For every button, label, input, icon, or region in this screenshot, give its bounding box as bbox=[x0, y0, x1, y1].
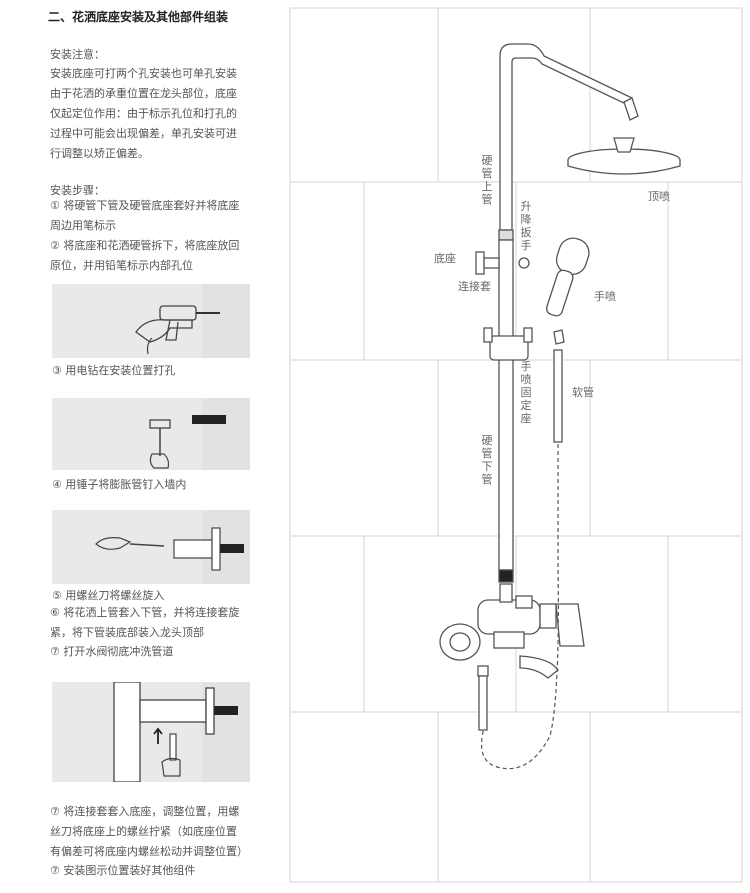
step-1-text: ① 将硬管下管及硬管底座套好并将底座 周边用笔标示 bbox=[50, 196, 270, 236]
drill-illustration bbox=[52, 284, 250, 358]
step-line: 紧，将下管装底部装入龙头顶部 bbox=[50, 626, 204, 639]
hose-dashed-path bbox=[481, 444, 559, 770]
screwdriver-illustration bbox=[52, 510, 250, 584]
diagram-canvas bbox=[289, 7, 743, 883]
notes-line: 行调整以矫正偏差。 bbox=[50, 147, 149, 160]
steps-heading: 安装步骤： bbox=[50, 184, 105, 197]
spout bbox=[519, 655, 559, 679]
label-base: 底座 bbox=[434, 252, 456, 265]
step-line: 丝刀将底座上的螺丝拧紧（如底座位置 bbox=[50, 825, 237, 838]
label-upper-pipe: 硬管上管 bbox=[481, 154, 493, 206]
step-4-caption: ④ 用锤子将膨胀管钉入墙内 bbox=[52, 478, 187, 491]
notes-heading: 安装注意： bbox=[50, 48, 105, 61]
notes-line: 仅起定位作用：由于标示孔位和打孔的 bbox=[50, 107, 237, 120]
hammer-illustration bbox=[52, 398, 250, 470]
notes-line: 安装底座可打两个孔安装也可单孔安装 bbox=[50, 67, 237, 80]
step-line: 周边用笔标示 bbox=[50, 219, 116, 232]
label-lift-lever: 升降扳手 bbox=[520, 200, 532, 252]
right-handle bbox=[555, 603, 585, 647]
hose-segment bbox=[553, 349, 563, 443]
step-3-caption: ③ 用电钻在安装位置打孔 bbox=[52, 364, 176, 377]
step-9-caption: ⑦ 安装图示位置装好其他组件 bbox=[50, 864, 196, 877]
step-line: 有偏差可将底座内螺丝松动并调整位置） bbox=[50, 845, 248, 858]
lift-lever bbox=[489, 335, 529, 361]
label-lower-pipe: 硬管下管 bbox=[481, 434, 493, 486]
notes-line: 过程中可能会出现偏差，单孔安装可进 bbox=[50, 127, 237, 140]
step-line: ② 将底座和花洒硬管拆下，将底座放回 bbox=[50, 239, 240, 252]
hand-shower bbox=[545, 237, 590, 317]
step-7-caption: ⑦ 打开水阀彻底冲洗管道 bbox=[50, 645, 174, 658]
step-6-text: ⑥ 将花洒上管套入下管，并将连接套旋 紧，将下管装底部装入龙头顶部 bbox=[50, 603, 270, 643]
lower-pipe bbox=[498, 239, 514, 571]
supply-hose bbox=[478, 675, 488, 731]
step-line: ① 将硬管下管及硬管底座套好并将底座 bbox=[50, 199, 240, 212]
label-top-shower: 顶喷 bbox=[648, 190, 670, 203]
step-8-text: ⑦ 将连接套套入底座，调整位置，用螺 丝刀将底座上的螺丝拧紧（如底座位置 有偏差… bbox=[50, 802, 270, 862]
step-2-text: ② 将底座和花洒硬管拆下，将底座放回 原位，并用铅笔标示内部孔位 bbox=[50, 236, 270, 276]
step-line: ⑥ 将花洒上管套入下管，并将连接套旋 bbox=[50, 606, 240, 619]
connector-base-illustration bbox=[52, 682, 250, 782]
step-5-caption: ⑤ 用螺丝刀将螺丝旋入 bbox=[52, 589, 165, 602]
section-title: 二、花洒底座安装及其他部件组装 bbox=[48, 10, 229, 24]
label-connector: 连接套 bbox=[458, 280, 491, 293]
wall-tile-grid bbox=[289, 7, 743, 883]
shower-exploded-diagram: 硬管上管 升降扳手 顶喷 底座 连接套 手喷 手喷固定座 软管 硬管下管 bbox=[288, 6, 744, 884]
label-hand-holder: 手喷固定座 bbox=[520, 360, 532, 425]
label-hose: 软管 bbox=[572, 386, 594, 399]
notes-text: 安装底座可打两个孔安装也可单孔安装 由于花洒的承重位置在龙头部位，底座 仅起定位… bbox=[50, 64, 265, 164]
wall-base bbox=[475, 251, 485, 275]
step-line: 原位，并用铅笔标示内部孔位 bbox=[50, 259, 193, 272]
notes-line: 由于花洒的承重位置在龙头部位，底座 bbox=[50, 87, 237, 100]
step-line: ⑦ 将连接套套入底座，调整位置，用螺 bbox=[50, 805, 240, 818]
shower-connector bbox=[613, 137, 635, 153]
label-hand-shower: 手喷 bbox=[594, 290, 616, 303]
